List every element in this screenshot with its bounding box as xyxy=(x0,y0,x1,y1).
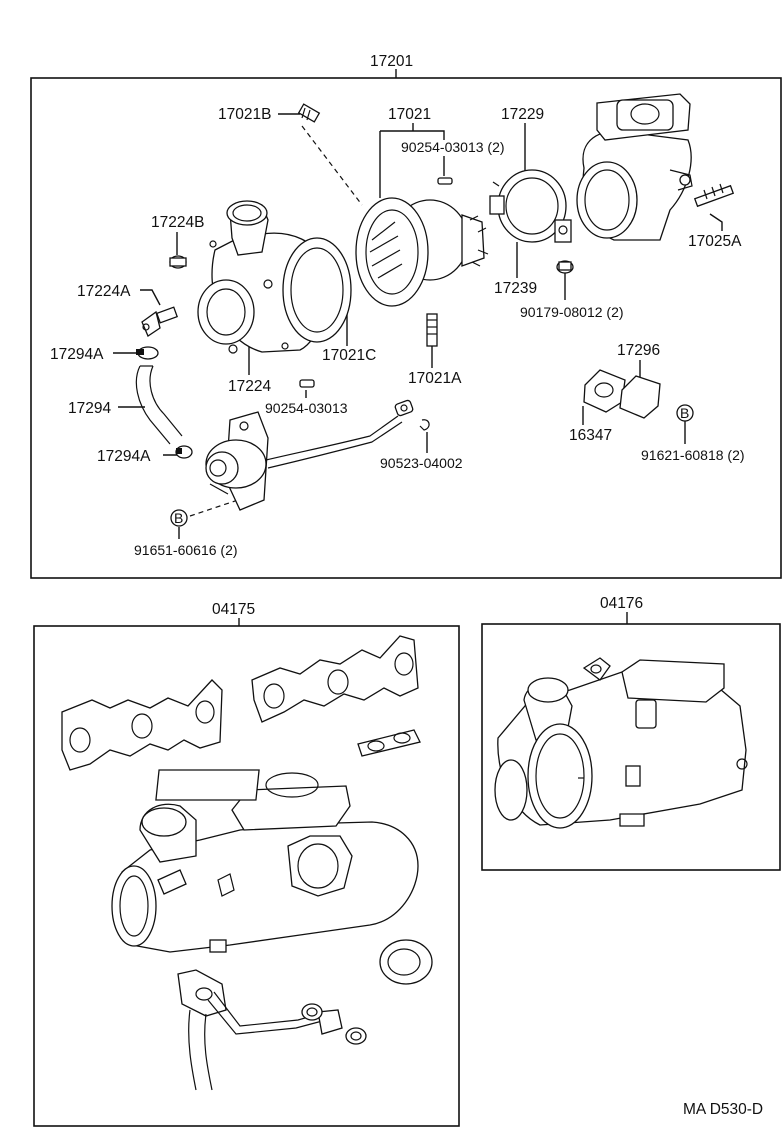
stud-17021B-icon xyxy=(297,103,321,123)
callout-17229: 17229 xyxy=(501,106,544,123)
nut-icon xyxy=(556,260,574,274)
callout-91651-60616: 91621-60818 (2) xyxy=(641,447,745,463)
compressor-housing-icon xyxy=(197,200,352,354)
callout-17296: 17296 xyxy=(617,342,660,359)
fitting-17224A-icon xyxy=(141,306,179,337)
center-housing-icon xyxy=(355,197,489,307)
callout-17021B: 17021B xyxy=(218,106,271,123)
turbo-assembly-04175-icon xyxy=(111,769,419,953)
svg-text:B: B xyxy=(680,405,689,421)
ring-gasket-icon xyxy=(379,939,433,985)
hose-17294-icon xyxy=(135,365,183,445)
callout-17025A: 17025A xyxy=(688,233,742,250)
callout-17224B: 17224B xyxy=(151,214,204,231)
clip-90523-icon xyxy=(419,419,430,431)
group-label-04175: 04175 xyxy=(212,601,255,618)
leader-lines xyxy=(113,113,723,539)
stud-17025A-icon xyxy=(693,183,735,208)
callout-17224: 17224 xyxy=(228,378,271,395)
group-label-17201: 17201 xyxy=(370,53,413,70)
hose-clip-top-icon xyxy=(136,346,159,360)
callout-17021A: 17021A xyxy=(408,370,462,387)
marker-b-right: B xyxy=(676,404,694,422)
callout-16347: 16347 xyxy=(569,427,612,444)
callout-17294: 17294 xyxy=(68,400,111,417)
callout-17021: 17021 xyxy=(388,106,431,123)
callout-90254-03013: 90254-03013 xyxy=(265,400,348,416)
figure-code: MA D530-D xyxy=(683,1101,763,1118)
callout-90523-04002: 90523-04002 xyxy=(380,455,463,471)
hose-clip-bottom-icon xyxy=(175,445,193,459)
pin-icon xyxy=(437,177,453,185)
wastegate-actuator-icon xyxy=(205,399,414,511)
stud-17021A-icon xyxy=(426,313,438,347)
small-gasket-icon xyxy=(357,729,421,757)
callout-17294A-top: 17294A xyxy=(50,346,104,363)
turbo-assembly-04176-icon xyxy=(494,657,748,829)
callout-90179-08012: 90179-08012 (2) xyxy=(520,304,624,320)
pin-lower-icon xyxy=(299,379,315,388)
callout-17224A: 17224A xyxy=(77,283,131,300)
bolt-17224B-icon xyxy=(169,255,187,269)
callout-17294A-bottom: 17294A xyxy=(97,448,151,465)
cover-plate-17296-icon xyxy=(619,375,661,419)
manifold-gasket-2-icon xyxy=(251,635,419,723)
group-label-04176: 04176 xyxy=(600,595,643,612)
group-frame-04176 xyxy=(481,623,781,871)
v-band-clamp-icon xyxy=(489,169,572,243)
svg-text:B: B xyxy=(174,510,183,526)
manifold-gasket-1-icon xyxy=(61,679,223,771)
group-frame-17201 xyxy=(30,77,782,579)
oil-line-icon xyxy=(177,969,367,1091)
marker-b-left: B xyxy=(170,509,188,527)
callout-17021C: 17021C xyxy=(322,347,376,364)
callout-17239: 17239 xyxy=(494,280,537,297)
group-frame-04175 xyxy=(33,625,460,1127)
callout-91621-60818: 91651-60616 (2) xyxy=(134,542,238,558)
callout-90254-03013-2: 90254-03013 (2) xyxy=(401,139,505,155)
turbine-housing-icon xyxy=(576,93,693,241)
gasket-16347-icon xyxy=(583,369,626,413)
